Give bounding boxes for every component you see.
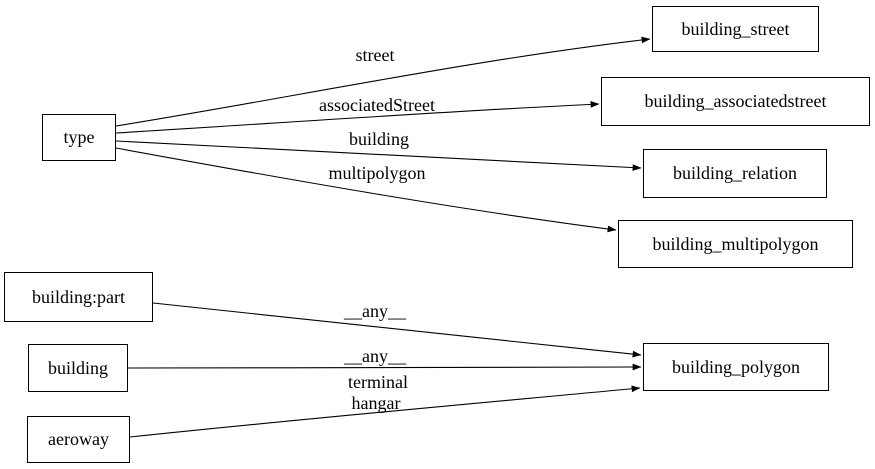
edge-label-multipolygon: multipolygon <box>328 163 425 183</box>
edge-line-building <box>115 140 642 171</box>
edge-line-associatedstreet <box>115 101 600 134</box>
node-type: type <box>42 114 116 161</box>
node-aeroway-label: aeroway <box>48 429 109 449</box>
node-building-polygon-label: building_polygon <box>671 356 800 377</box>
node-building-part: building:part <box>4 272 153 322</box>
edge-label-building: building <box>349 129 409 149</box>
node-building: building <box>28 344 128 392</box>
edge-line-any-2 <box>127 363 642 371</box>
edge-type-to-building-relation: building <box>115 129 642 171</box>
node-building-associatedstreet-label: building_associatedstreet <box>644 91 827 111</box>
node-aeroway: aeroway <box>27 416 130 463</box>
node-building-label: building <box>47 357 108 378</box>
edge-label-any-2: __any__ <box>343 346 407 366</box>
edge-label-associatedstreet: associatedStreet <box>319 95 435 115</box>
node-building-associatedstreet: building_associatedstreet <box>601 77 870 126</box>
node-building-street-label: building_street <box>681 18 790 39</box>
edge-type-to-building-street: street <box>115 36 651 127</box>
edge-line-multipolygon <box>115 147 617 233</box>
edge-label-hangar: hangar <box>352 393 401 413</box>
node-building-relation: building_relation <box>643 149 827 198</box>
node-building-street: building_street <box>652 6 819 52</box>
edge-type-to-building-associatedstreet: associatedStreet <box>115 95 600 134</box>
node-type-label: type <box>63 127 95 147</box>
node-building-multipolygon: building_multipolygon <box>618 220 853 268</box>
node-building-multipolygon-label: building_multipolygon <box>652 233 819 254</box>
edge-building-to-building-polygon: __any__ <box>127 346 642 371</box>
edge-label-street: street <box>356 45 395 65</box>
edge-building-part-to-building-polygon: __any__ <box>152 301 642 358</box>
edge-line-terminal-hangar <box>129 385 641 438</box>
edge-type-to-building-multipolygon: multipolygon <box>115 147 617 233</box>
edge-aeroway-to-building-polygon: terminal hangar <box>129 372 641 438</box>
edge-label-terminal: terminal <box>348 372 408 392</box>
node-building-relation-label: building_relation <box>673 163 797 183</box>
edge-line-street <box>115 36 651 127</box>
edge-line-any-1 <box>152 302 642 358</box>
node-building-part-label: building:part <box>32 286 125 307</box>
node-building-polygon: building_polygon <box>643 343 829 391</box>
edge-label-any-1: __any__ <box>343 301 407 321</box>
